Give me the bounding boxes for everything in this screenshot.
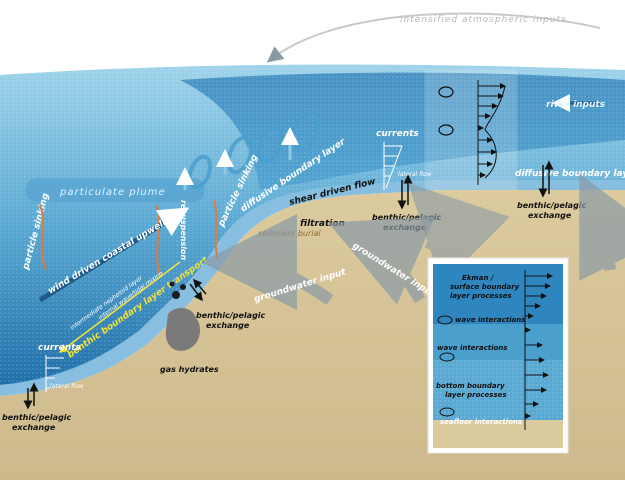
label-wave-1: wave interactions xyxy=(455,316,525,324)
svg-text:benthic/pelagic: benthic/pelagic xyxy=(517,201,587,210)
eddy-arrows xyxy=(176,127,299,190)
label-currents-bottom: currents xyxy=(38,343,81,353)
boundary-layer-band xyxy=(0,180,625,396)
bp-exchange-right: benthic/pelagic exchange xyxy=(517,160,587,220)
label-wave-2: wave interactions xyxy=(437,344,507,352)
water-texture xyxy=(0,64,625,386)
svg-text:exchange: exchange xyxy=(528,211,572,220)
profile-seafloor xyxy=(433,420,563,448)
svg-text:layer processes: layer processes xyxy=(445,391,507,399)
label-seafloor: seafloor interactions xyxy=(440,418,522,426)
label-resuspension: resuspension xyxy=(179,200,188,260)
groundwater-arrows xyxy=(201,173,625,311)
upwelling-arrow xyxy=(38,207,190,303)
label-currents-top: currents xyxy=(376,129,419,139)
wave-interaction-icons xyxy=(437,315,455,417)
atmospheric-input-arrow xyxy=(266,12,601,63)
svg-text:surface boundary: surface boundary xyxy=(450,283,520,291)
label-burial: sediment burial xyxy=(258,229,321,238)
svg-text:exchange: exchange xyxy=(12,423,56,432)
label-bottom-layer: bottom boundary xyxy=(436,382,505,390)
label-river: river inputs xyxy=(546,100,606,110)
svg-text:exchange: exchange xyxy=(383,223,427,232)
label-plume: particulate plume xyxy=(59,187,166,198)
currents-profile-top xyxy=(383,142,403,190)
label-ekman: Ekman / xyxy=(462,274,495,282)
svg-text:benthic/pelagic: benthic/pelagic xyxy=(2,413,72,422)
label-filtration: filtration xyxy=(300,219,345,229)
label-atmo: intensified atmospheric inputs xyxy=(400,15,567,25)
svg-text:benthic/pelagic: benthic/pelagic xyxy=(196,311,266,320)
label-gas: gas hydrates xyxy=(160,365,219,374)
label-diffusive-right: diffusive boundary layer xyxy=(515,169,625,179)
gas-hydrates xyxy=(165,281,201,351)
bp-exchange-bottom: benthic/pelagic exchange xyxy=(2,382,72,432)
eddy-icon xyxy=(438,124,454,136)
label-lateral-top: lateral flow xyxy=(398,171,432,178)
eddy-icon xyxy=(438,86,454,98)
current-profile-box-top xyxy=(424,69,518,191)
sinking-trail-left xyxy=(39,204,47,271)
current-profile-arrows-top xyxy=(478,83,506,178)
currents-profile-bottom xyxy=(45,355,64,392)
label-lateral-bottom: lateral flow xyxy=(50,383,84,390)
svg-text:layer processes: layer processes xyxy=(450,292,512,300)
profile-curve xyxy=(484,85,506,179)
current-profile-arrows-lower xyxy=(525,273,553,419)
particulate-plume xyxy=(25,178,205,202)
benthic-transport-arrow xyxy=(58,261,181,353)
svg-text:exchange: exchange xyxy=(206,321,250,330)
